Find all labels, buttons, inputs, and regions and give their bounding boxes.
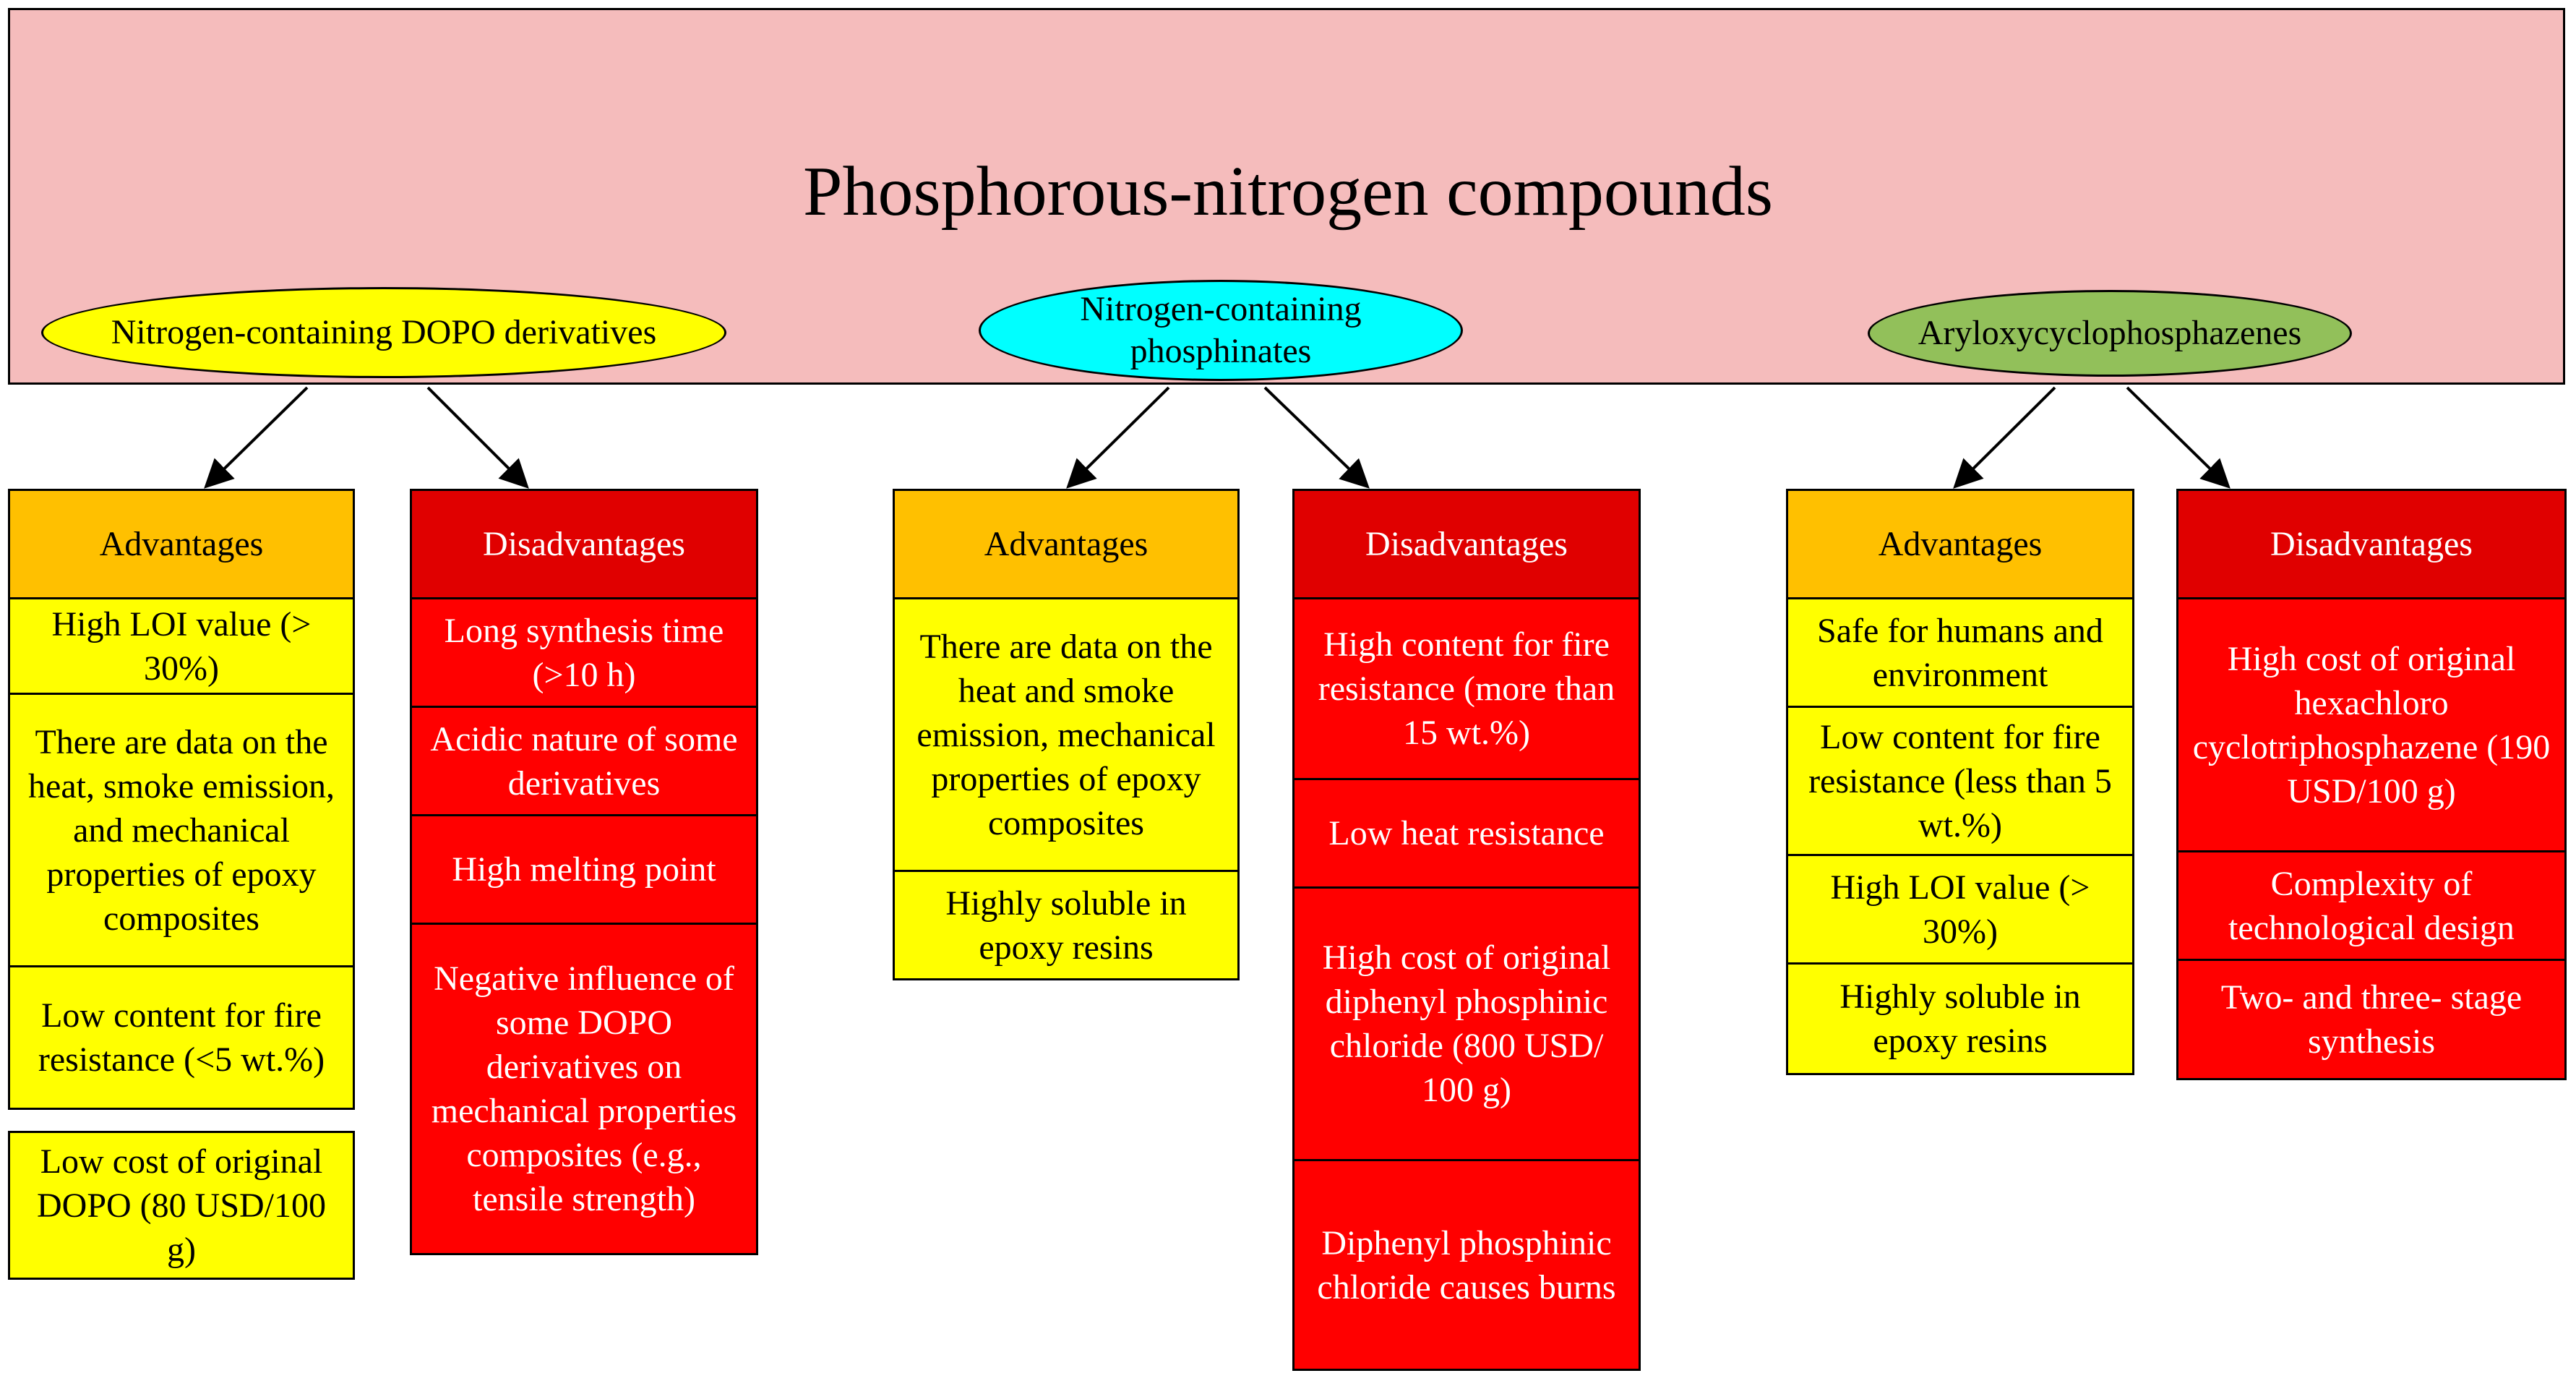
dopo-disadvantage-item: Acidic nature of some derivatives (410, 706, 758, 816)
phosphinates-advantages-header: Advantages (893, 489, 1240, 599)
group-name-phosphinates: Nitrogen-containing phosphinates (1080, 290, 1362, 370)
group-ellipse-phosphazenes: Aryloxycyclophosphazenes (1868, 290, 2352, 377)
dopo-disadvantage-item: Long synthesis time (>10 h) (410, 597, 758, 708)
phosphazenes-disadvantage-item: Complexity of technological design (2176, 850, 2567, 961)
dopo-disadvantage-item: Negative influence of some DOPO derivati… (410, 923, 758, 1255)
dopo-advantages-header: Advantages (8, 489, 355, 599)
arrow-phosphinates-advantages (1066, 386, 1170, 489)
dopo-advantage-item: There are data on the heat, smoke emissi… (8, 693, 355, 967)
phosphazenes-disadvantage-item: High cost of original hexachloro cyclotr… (2176, 597, 2567, 852)
phosphinates-disadvantage-item: Low heat resistance (1292, 778, 1641, 889)
phosphazenes-disadvantage-item: Two- and three- stage synthesis (2176, 959, 2567, 1080)
dopo-advantage-item: High LOI value (> 30%) (8, 597, 355, 695)
phosphazenes-advantage-item: Highly soluble in epoxy resins (1786, 962, 2134, 1075)
arrow-phosphinates-disadvantages (1263, 386, 1370, 489)
dopo-advantage-item: Low content for fire resistance (<5 wt.%… (8, 965, 355, 1110)
phosphazenes-advantages-header: Advantages (1786, 489, 2134, 599)
phosphinates-advantage-item: Highly soluble in epoxy resins (893, 870, 1240, 980)
phosphinates-disadvantages-header: Disadvantages (1292, 489, 1641, 599)
phosphazenes-advantage-item: Low content for fire resistance (less th… (1786, 706, 2134, 856)
phosphinates-advantages-column: Advantages There are data on the heat an… (893, 489, 1240, 980)
group-ellipse-dopo: Nitrogen-containing DOPO derivatives (41, 287, 726, 378)
phosphinates-disadvantage-item: Diphenyl phosphinic chloride causes burn… (1292, 1159, 1641, 1371)
phosphazenes-disadvantages-header: Disadvantages (2176, 489, 2567, 599)
phosphinates-disadvantages-column: Disadvantages High content for fire resi… (1292, 489, 1641, 1371)
group-name-dopo: Nitrogen-containing DOPO derivatives (111, 313, 657, 351)
dopo-advantages-column: Advantages High LOI value (> 30%) There … (8, 489, 355, 1280)
arrow-dopo-disadvantages (426, 386, 529, 489)
page-title: Phosphorous-nitrogen compounds (803, 153, 1773, 231)
phosphinates-disadvantage-item: High cost of original diphenyl phosphini… (1292, 886, 1641, 1161)
phosphazenes-advantages-column: Advantages Safe for humans and environme… (1786, 489, 2134, 1075)
phosphazenes-advantage-item: High LOI value (> 30%) (1786, 854, 2134, 965)
group-name-phosphazenes: Aryloxycyclophosphazenes (1918, 314, 2302, 352)
dopo-disadvantages-header: Disadvantages (410, 489, 758, 599)
dopo-disadvantages-column: Disadvantages Long synthesis time (>10 h… (410, 489, 758, 1255)
group-ellipse-phosphinates: Nitrogen-containing phosphinates (979, 280, 1463, 381)
arrow-dopo-advantages (204, 386, 309, 489)
phosphinates-advantage-item: There are data on the heat and smoke emi… (893, 597, 1240, 872)
phosphazenes-advantage-item: Safe for humans and environment (1786, 597, 2134, 708)
arrow-phosphazenes-disadvantages (2126, 386, 2231, 489)
arrow-phosphazenes-advantages (1953, 386, 2056, 489)
phosphinates-disadvantage-item: High content for fire resistance (more t… (1292, 597, 1641, 780)
phosphazenes-disadvantages-column: Disadvantages High cost of original hexa… (2176, 489, 2567, 1080)
dopo-disadvantage-item: High melting point (410, 814, 758, 925)
dopo-advantage-item: Low cost of original DOPO (80 USD/100 g) (8, 1131, 355, 1280)
